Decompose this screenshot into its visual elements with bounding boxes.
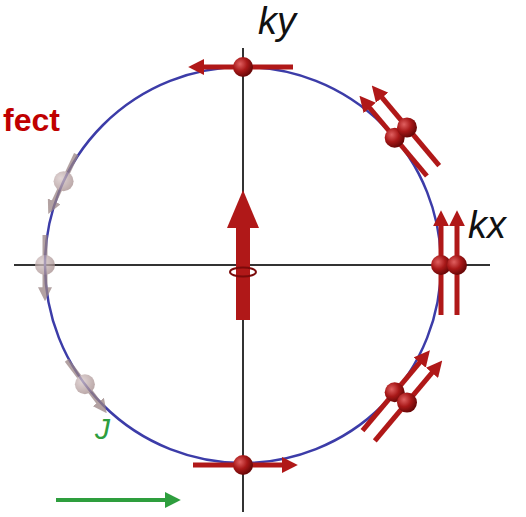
electron	[233, 57, 253, 77]
ghost-spin-arrow	[53, 154, 76, 204]
spin-arrow	[375, 370, 434, 441]
axis-label: ky	[258, 0, 296, 44]
effect-label: fect	[3, 102, 60, 139]
electron	[397, 117, 417, 137]
electron	[233, 455, 253, 475]
current-label: J	[95, 412, 110, 447]
current-arrow	[56, 498, 168, 502]
ghost-spin-arrow	[67, 360, 100, 404]
ghost-electron	[75, 374, 95, 394]
net-spin-ring	[230, 268, 256, 277]
ghost-electron	[54, 171, 74, 191]
net-spin-shaft	[236, 226, 250, 320]
spin-arrow	[380, 95, 439, 166]
net-spin-head	[227, 190, 259, 228]
ghost-spins	[35, 154, 100, 404]
net-spin-arrow	[227, 190, 259, 320]
spins	[193, 57, 467, 475]
ghost-electron	[35, 255, 55, 275]
kx-axis	[14, 264, 490, 266]
axis-label: kx	[468, 204, 506, 248]
electron	[447, 255, 467, 275]
electron	[397, 393, 417, 413]
fermi-circle	[45, 67, 441, 463]
